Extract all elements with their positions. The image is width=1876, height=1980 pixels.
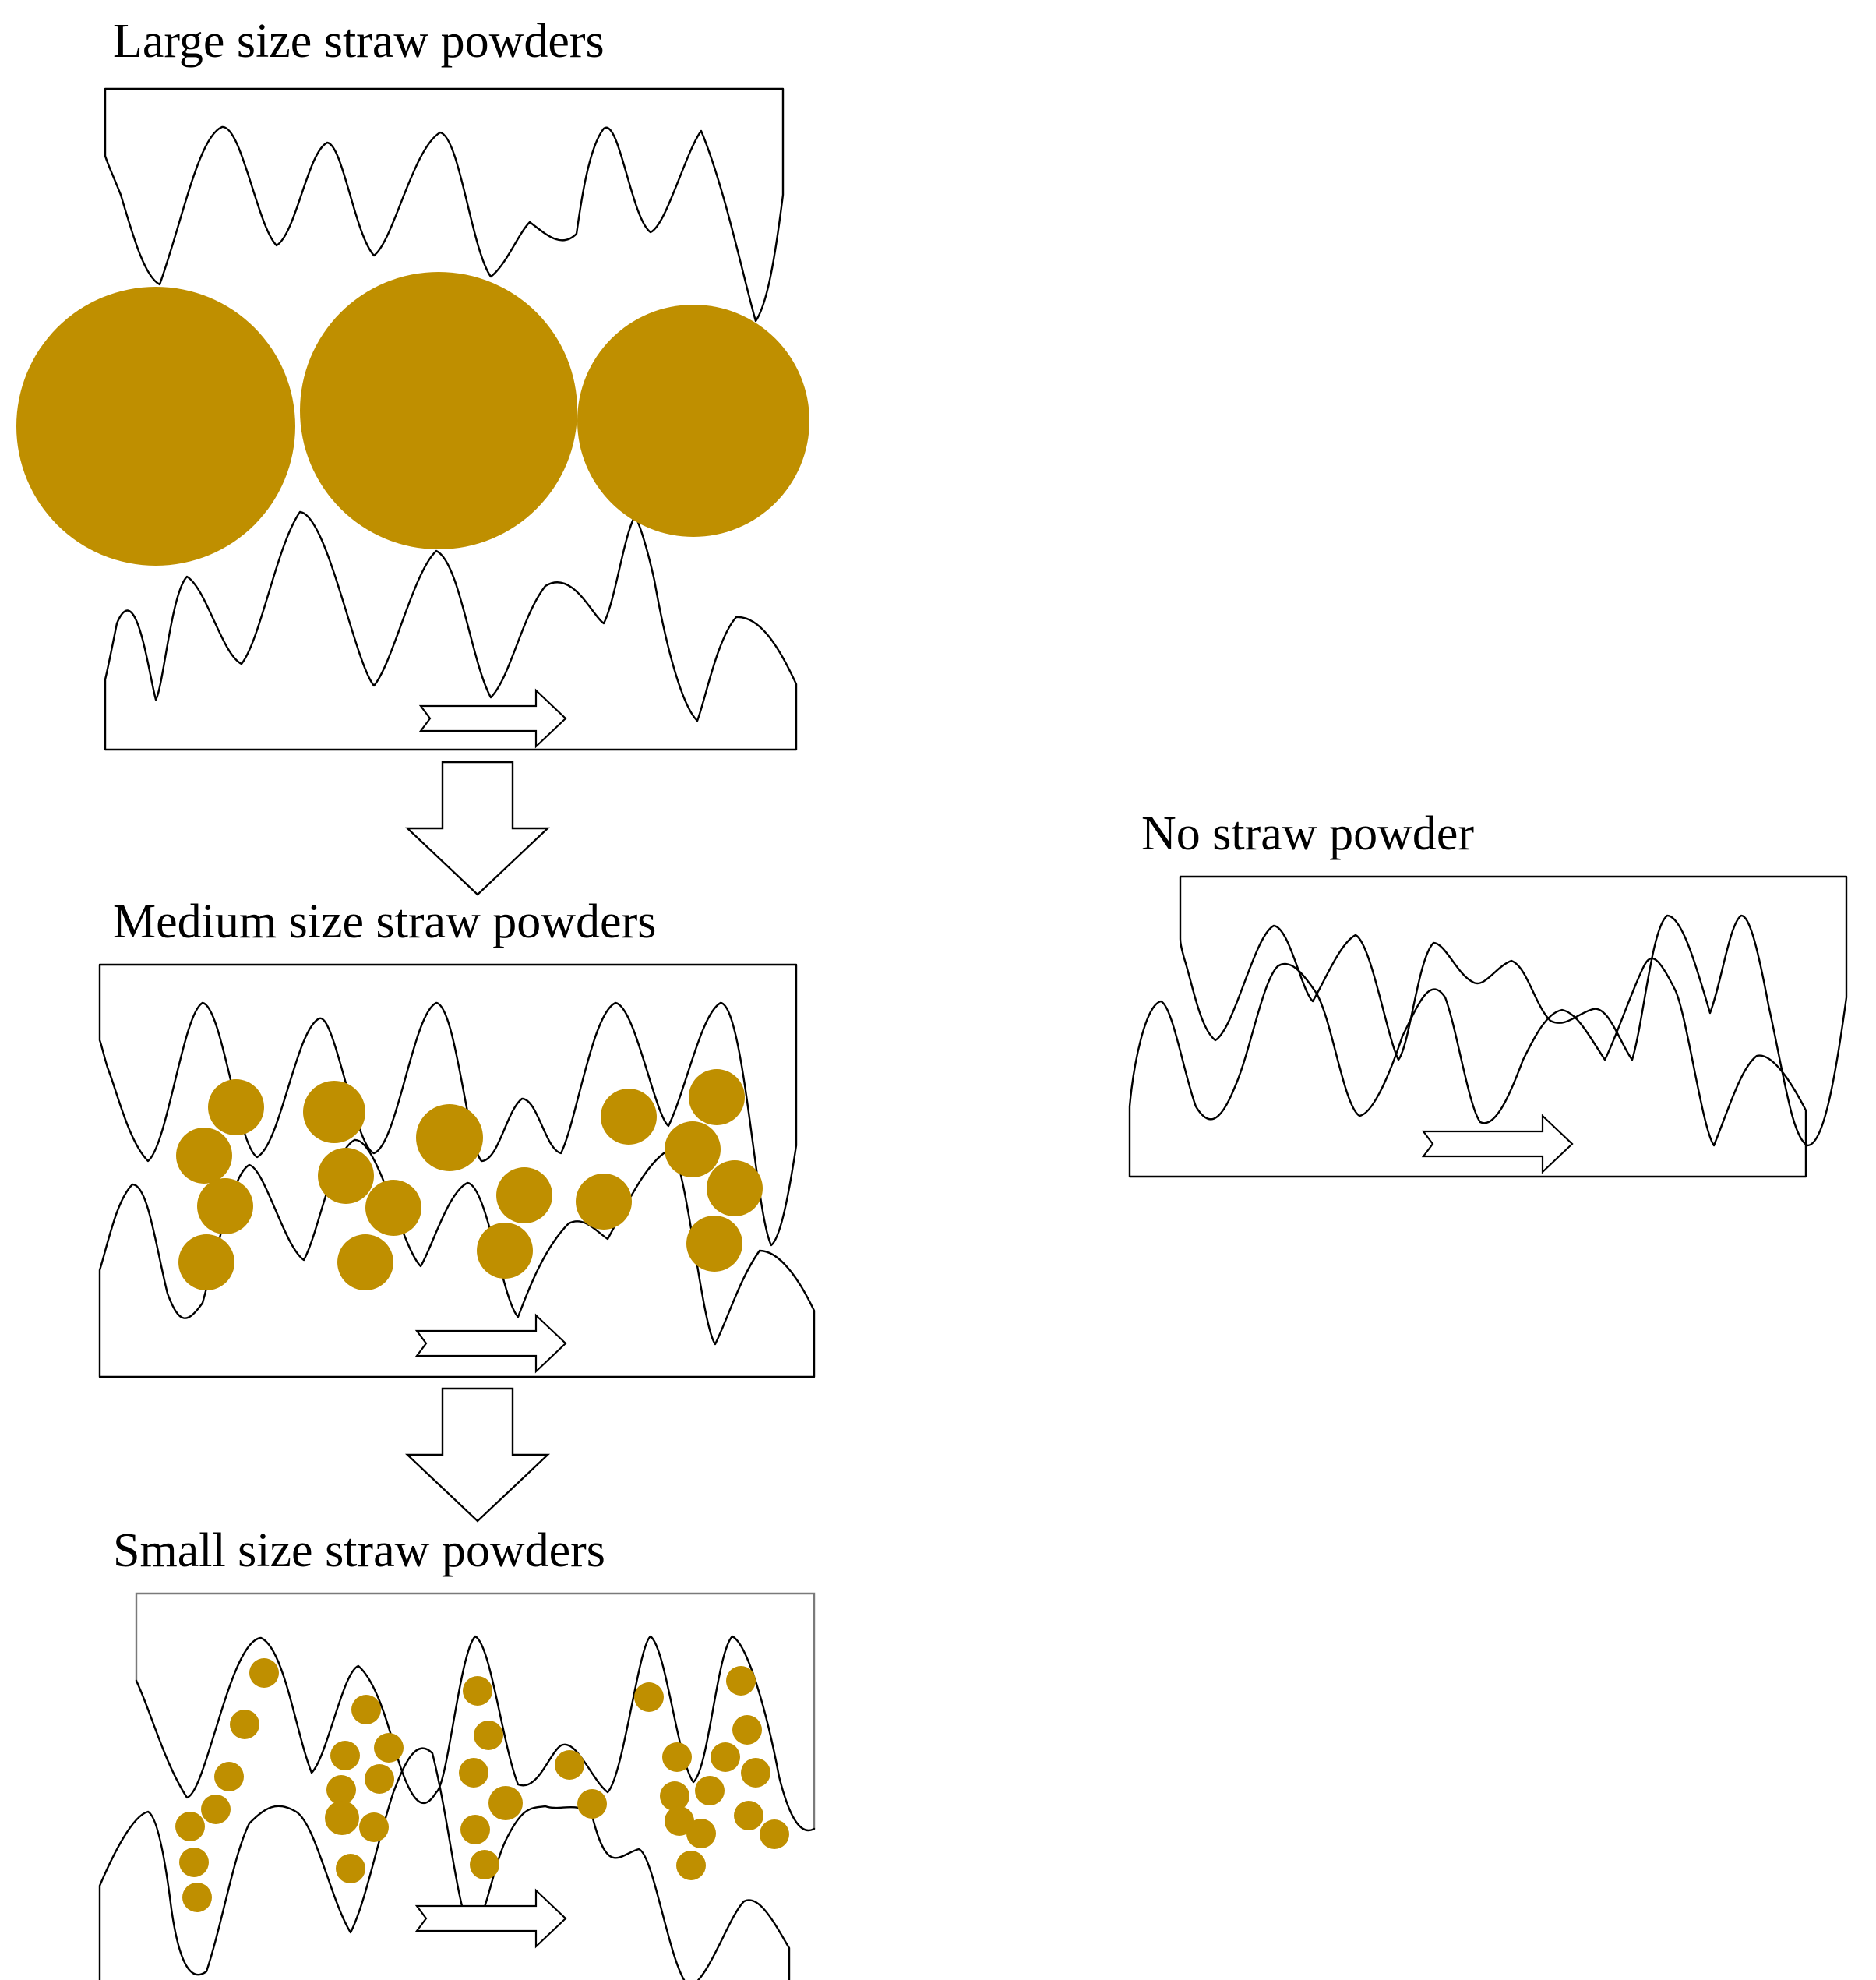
sliding-direction-arrow [414, 1313, 567, 1374]
small-particle [555, 1750, 584, 1780]
small-lower-surface [98, 1747, 791, 1980]
medium-particle [303, 1081, 365, 1143]
medium-particle [365, 1180, 421, 1236]
small-particle [326, 1775, 356, 1805]
small-particle [459, 1758, 488, 1788]
small-particle [330, 1741, 360, 1770]
small-particle [351, 1695, 381, 1724]
no-powder-label: No straw powder [1141, 807, 1474, 860]
medium-particle [318, 1148, 374, 1204]
small-particle [695, 1776, 725, 1805]
small-particle [336, 1854, 365, 1883]
large-particle [577, 305, 809, 537]
small-particle [577, 1789, 607, 1819]
medium-particle [176, 1128, 232, 1184]
small-particle [359, 1812, 389, 1842]
medium-particle [416, 1104, 483, 1171]
sliding-direction-arrow [414, 1888, 567, 1949]
small-size-label: Small size straw powders [113, 1524, 605, 1577]
medium-upper-surface [98, 963, 798, 1247]
large-lower-surface [104, 510, 798, 751]
small-particle [634, 1682, 664, 1712]
medium-particle [576, 1174, 632, 1230]
small-upper-surface [135, 1635, 816, 1832]
large-size-label: Large size straw powders [113, 15, 605, 68]
small-particle [732, 1715, 762, 1745]
large-particle [300, 272, 577, 549]
small-particle [460, 1815, 490, 1844]
small-particle [741, 1758, 770, 1788]
small-particle [175, 1812, 205, 1841]
large-particle [16, 287, 295, 566]
large-upper-surface [104, 87, 785, 323]
small-particle [463, 1676, 492, 1706]
no-powder-upper-surface [1179, 875, 1848, 1147]
small-particle [726, 1666, 756, 1696]
medium-particles [176, 1069, 763, 1290]
small-particle [734, 1801, 763, 1830]
small-upper-frame [135, 1592, 816, 1829]
small-particle [662, 1742, 692, 1772]
small-particle [711, 1742, 740, 1772]
sliding-direction-arrow [1421, 1114, 1574, 1174]
small-particle [470, 1850, 499, 1879]
small-particle [676, 1851, 706, 1880]
small-particle [686, 1819, 716, 1848]
small-particle [325, 1801, 359, 1835]
small-particle [179, 1848, 209, 1877]
medium-particle [178, 1234, 235, 1290]
medium-particle [208, 1079, 264, 1135]
medium-particle [707, 1160, 763, 1216]
medium-particle [496, 1167, 552, 1223]
medium-particle [197, 1178, 253, 1234]
small-particle [660, 1781, 689, 1811]
small-particle [201, 1795, 231, 1824]
small-particle [488, 1786, 523, 1820]
medium-particle [601, 1089, 657, 1145]
medium-particle [337, 1234, 393, 1290]
small-particle [365, 1764, 394, 1794]
medium-particle [689, 1069, 745, 1125]
small-particle [760, 1819, 789, 1849]
transition-arrow [404, 761, 551, 896]
no-powder-lower-surface [1128, 957, 1807, 1178]
small-particle [474, 1721, 503, 1750]
small-particle [374, 1733, 404, 1763]
small-particle [230, 1710, 259, 1739]
small-particles [175, 1658, 789, 1912]
medium-particle [686, 1216, 742, 1272]
transition-arrow [404, 1387, 551, 1523]
small-particle [665, 1806, 694, 1836]
small-particle [182, 1883, 212, 1912]
small-particle [249, 1658, 279, 1688]
medium-particle [477, 1223, 533, 1279]
medium-size-label: Medium size straw powders [113, 895, 656, 948]
small-particle [214, 1762, 244, 1791]
sliding-direction-arrow [418, 688, 567, 749]
medium-particle [665, 1121, 721, 1177]
